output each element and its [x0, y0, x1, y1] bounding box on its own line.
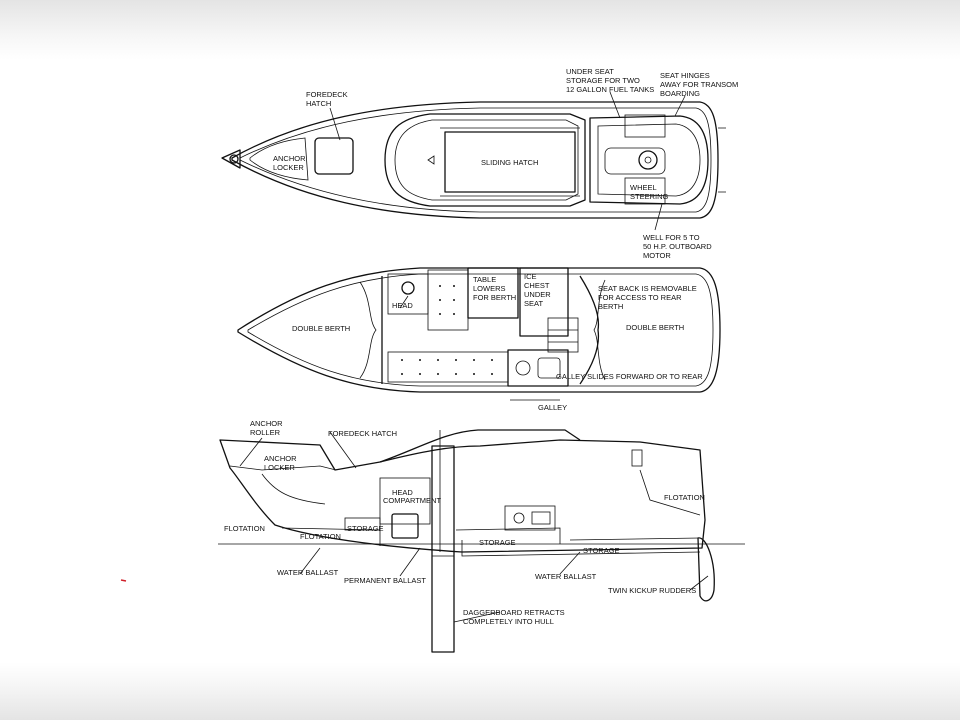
label-well-3: MOTOR: [643, 251, 671, 260]
label-ice-chest-1: ICE: [524, 272, 537, 281]
label-anchor-locker-2: LOCKER: [273, 163, 304, 172]
label-sliding-hatch: SLIDING HATCH: [481, 158, 538, 167]
deck-labels: FOREDECK HATCH ANCHOR LOCKER SLIDING HAT…: [273, 67, 738, 260]
label-under-seat-3: 12 GALLON FUEL TANKS: [566, 85, 654, 94]
label-double-berth-aft: DOUBLE BERTH: [626, 323, 684, 332]
interior-plan-view: [237, 267, 721, 401]
label-permanent-ballast: PERMANENT BALLAST: [344, 576, 426, 585]
label-head: HEAD: [392, 301, 413, 310]
leader-lines: [239, 91, 709, 623]
label-foredeck-hatch-2: HATCH: [306, 99, 331, 108]
label-head-compartment-1: HEAD: [392, 488, 413, 497]
label-well-1: WELL FOR 5 TO: [643, 233, 700, 242]
label-water-ballast-aft: WATER BALLAST: [535, 572, 597, 581]
label-table-3: FOR BERTH: [473, 293, 516, 302]
label-flotation-aft: FLOTATION: [664, 493, 705, 502]
label-seat-back-1: SEAT BACK IS REMOVABLE: [598, 284, 697, 293]
label-seat-back-2: FOR ACCESS TO REAR: [598, 293, 682, 302]
label-anchor-roller-1: ANCHOR: [250, 419, 283, 428]
label-flotation-bow: FLOTATION: [224, 524, 265, 533]
label-flotation-fwd: FLOTATION: [300, 532, 341, 541]
label-foredeck-hatch-profile: FOREDECK HATCH: [328, 429, 397, 438]
label-galley: GALLEY: [538, 403, 567, 412]
label-daggerboard-1: DAGGERBOARD RETRACTS: [463, 608, 565, 617]
label-seat-hinges-1: SEAT HINGES: [660, 71, 710, 80]
label-under-seat-1: UNDER SEAT: [566, 67, 614, 76]
label-anchor-roller-2: ROLLER: [250, 428, 281, 437]
label-daggerboard-2: COMPLETELY INTO HULL: [463, 617, 554, 626]
label-ice-chest-2: CHEST: [524, 281, 550, 290]
label-anchor-locker-1: ANCHOR: [273, 154, 306, 163]
label-head-compartment-2: COMPARTMENT: [383, 496, 441, 505]
label-seat-back-3: BERTH: [598, 302, 623, 311]
label-wheel-steering-1: WHEEL: [630, 183, 657, 192]
label-wheel-steering-2: STEERING: [630, 192, 669, 201]
label-double-berth-fwd: DOUBLE BERTH: [292, 324, 350, 333]
deck-plan-view: [221, 101, 726, 219]
label-under-seat-2: STORAGE FOR TWO: [566, 76, 640, 85]
label-storage-fwd: STORAGE: [347, 524, 384, 533]
label-anchor-locker-profile-2: LOCKER: [264, 463, 295, 472]
label-table-2: LOWERS: [473, 284, 506, 293]
label-ice-chest-4: SEAT: [524, 299, 543, 308]
profile-labels: ANCHOR ROLLER FOREDECK HATCH ANCHOR LOCK…: [224, 419, 705, 626]
label-storage-mid: STORAGE: [479, 538, 516, 547]
label-seat-hinges-2: AWAY FOR TRANSOM: [660, 80, 738, 89]
label-anchor-locker-profile-1: ANCHOR: [264, 454, 297, 463]
red-mark: [120, 579, 127, 582]
bottom-fade-border: [0, 662, 960, 720]
label-galley-slides: GALLEY SLIDES FORWARD OR TO REAR: [556, 372, 703, 381]
label-twin-kickup-rudders: TWIN KICKUP RUDDERS: [608, 586, 696, 595]
label-foredeck-hatch-1: FOREDECK: [306, 90, 348, 99]
interior-labels: HEAD TABLE LOWERS FOR BERTH ICE CHEST UN…: [292, 272, 703, 412]
label-storage-aft: STORAGE: [583, 546, 620, 555]
cushion-dots: [401, 285, 493, 375]
label-water-ballast-fwd: WATER BALLAST: [277, 568, 339, 577]
top-fade-border: [0, 0, 960, 60]
profile-view: [218, 429, 745, 653]
label-well-2: 50 H.P. OUTBOARD: [643, 242, 712, 251]
label-ice-chest-3: UNDER: [524, 290, 551, 299]
label-table-1: TABLE: [473, 275, 496, 284]
label-seat-hinges-3: BOARDING: [660, 89, 700, 98]
